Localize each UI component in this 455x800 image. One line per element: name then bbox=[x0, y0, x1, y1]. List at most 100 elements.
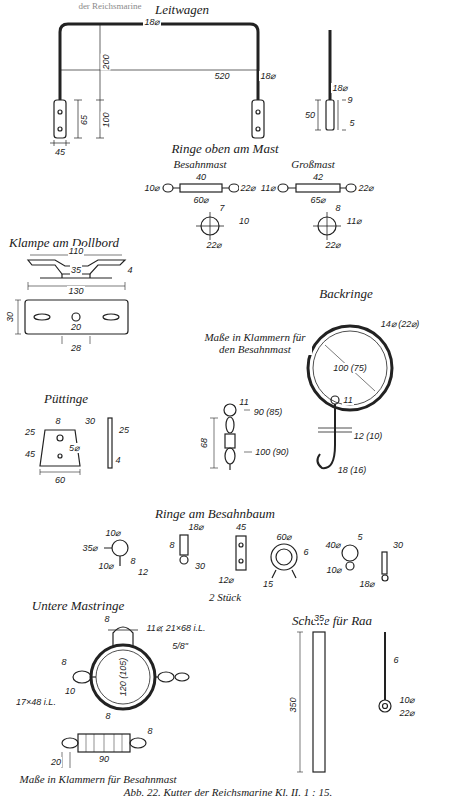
dimension: 30 bbox=[5, 311, 15, 323]
dimension: 22⌀ bbox=[357, 183, 374, 193]
dimension: 22⌀ bbox=[205, 240, 222, 250]
leitwagen-stroke bbox=[58, 110, 62, 114]
mast-rings-top-stroke bbox=[346, 184, 356, 192]
dimension: 11⌀ bbox=[346, 216, 362, 226]
dimension: 30 bbox=[194, 561, 206, 571]
boom-rings-stroke bbox=[346, 562, 354, 570]
note: Besahnmast bbox=[172, 158, 227, 170]
dimension: 60⌀ bbox=[192, 195, 209, 205]
boom-rings-stroke bbox=[271, 544, 297, 570]
dimension: 18⌀ bbox=[259, 71, 276, 81]
dimension: 90 (85) bbox=[253, 407, 284, 417]
dimension: 22⌀ bbox=[324, 240, 341, 250]
boom-rings bbox=[104, 535, 388, 581]
leitwagen-stroke bbox=[256, 110, 260, 114]
dimension: 28 bbox=[70, 343, 82, 353]
dimension: 50 bbox=[304, 110, 316, 120]
note: Maße in Klammern für Besahnmast bbox=[18, 773, 177, 785]
dimension: 8 bbox=[54, 416, 61, 426]
dimension: 42 bbox=[312, 172, 324, 182]
dimension: 15 bbox=[262, 579, 274, 589]
part-heading: Backringe bbox=[318, 286, 373, 302]
dimension: 45 bbox=[24, 449, 36, 459]
dimension: 10 bbox=[238, 216, 250, 226]
dimension: 12⌀ bbox=[217, 575, 234, 585]
boom-rings-stroke bbox=[236, 536, 246, 570]
dimension: 30 bbox=[392, 540, 404, 550]
dimension: 40⌀ bbox=[324, 540, 341, 550]
dimension: 5/8" bbox=[171, 641, 189, 651]
dimension: 4 bbox=[126, 265, 133, 275]
lower-mast-ring-stroke bbox=[175, 673, 189, 681]
mast-rings-top-stroke bbox=[173, 187, 229, 188]
yard-clamp-stroke bbox=[383, 704, 388, 709]
mast-rings-top bbox=[163, 184, 356, 240]
mast-rings-top-stroke bbox=[196, 212, 224, 240]
yard-clamp-stroke bbox=[379, 700, 391, 712]
boom-rings-stroke bbox=[180, 556, 188, 564]
dimension: 120 (105) bbox=[118, 657, 128, 698]
dimension: 100 (75) bbox=[332, 363, 368, 373]
boom-rings-stroke bbox=[342, 545, 358, 561]
yard-clamp-stroke bbox=[297, 624, 325, 772]
dimension: 18⌀ bbox=[331, 83, 348, 93]
note: 2 Stück bbox=[208, 591, 242, 603]
dimension: 8 bbox=[168, 540, 175, 550]
back-ring-fittings-stroke bbox=[229, 464, 230, 470]
yard-clamp-stroke bbox=[384, 632, 386, 700]
dimension: 11⌀; 21×68 i.L. bbox=[145, 623, 206, 633]
back-ring-fittings-stroke bbox=[225, 448, 235, 464]
cleat-stroke bbox=[103, 314, 119, 320]
dimension: 35⌀ bbox=[81, 543, 98, 553]
mast-rings-top-stroke bbox=[296, 184, 340, 192]
back-ring-fittings-stroke bbox=[225, 434, 235, 448]
cleat-stroke bbox=[72, 313, 80, 321]
lower-mast-ring-stroke bbox=[91, 645, 155, 709]
dimension: 14⌀ (22⌀) bbox=[380, 319, 421, 329]
note: Maße in Klammern für den Besahnmast bbox=[198, 331, 312, 355]
leitwagen-stroke bbox=[326, 100, 334, 130]
dimension: 65⌀ bbox=[309, 195, 326, 205]
part-heading: Ringe am Besahnbaum bbox=[154, 506, 276, 522]
dimension: 60⌀ bbox=[275, 532, 292, 542]
leitwagen-stroke bbox=[54, 100, 66, 138]
dimension: 200 bbox=[101, 53, 111, 70]
back-ring-fittings-stroke bbox=[317, 404, 335, 468]
part-heading: Klampe am Dollbord bbox=[8, 235, 120, 251]
mast-rings-top-stroke bbox=[278, 184, 288, 192]
boom-rings-stroke bbox=[276, 549, 292, 565]
dimension: 520 bbox=[213, 71, 230, 81]
dimension: 10⌀ bbox=[97, 561, 114, 571]
boom-rings-stroke bbox=[112, 540, 128, 556]
dimension: 5 bbox=[348, 118, 355, 128]
cleat-stroke bbox=[28, 255, 125, 290]
back-ring-fittings-stroke bbox=[210, 410, 252, 468]
lower-mast-ring-stroke bbox=[96, 650, 150, 704]
dimension: 8 bbox=[146, 726, 153, 736]
back-ring bbox=[308, 326, 392, 410]
dimension: 11 bbox=[342, 395, 353, 405]
dimension: 22⌀ bbox=[239, 183, 256, 193]
mast-rings-top-stroke bbox=[229, 184, 239, 192]
lower-mast-ring-stroke bbox=[78, 734, 130, 752]
boom-rings-stroke bbox=[382, 552, 387, 574]
yard-clamp bbox=[297, 624, 391, 772]
dimension: 7 bbox=[218, 203, 225, 213]
cleat bbox=[15, 255, 128, 344]
leitwagen-stroke bbox=[252, 100, 264, 138]
part-heading: Püttinge bbox=[43, 391, 89, 407]
dimension: 8 bbox=[334, 203, 341, 213]
dimension: 8 bbox=[60, 657, 67, 667]
dimension: 6 bbox=[302, 547, 309, 557]
part-heading: Ringe oben am Mast bbox=[170, 141, 279, 157]
leitwagen-stroke bbox=[58, 127, 62, 131]
dimension: 45 bbox=[235, 522, 247, 532]
dimension: 6 bbox=[392, 655, 399, 665]
dimension: 25 bbox=[24, 427, 36, 437]
dimension: 22⌀ bbox=[398, 708, 415, 718]
lower-mast-ring-stroke bbox=[86, 734, 122, 752]
cleat-stroke bbox=[15, 300, 90, 344]
dimension: 110 bbox=[68, 246, 84, 256]
dimension: 11 bbox=[238, 397, 249, 407]
